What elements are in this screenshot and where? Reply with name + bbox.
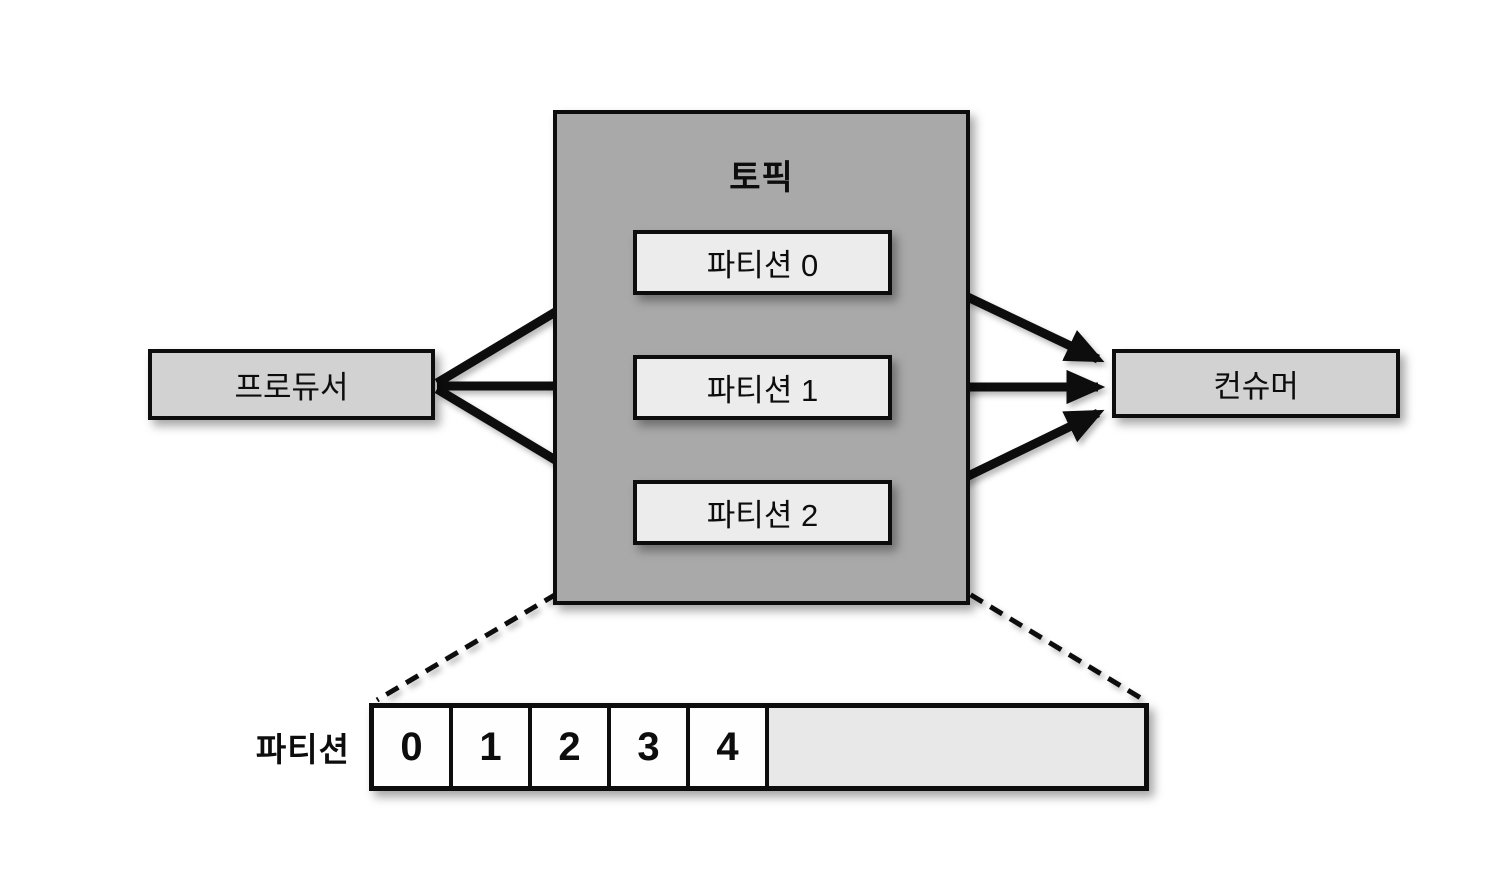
partition-2-label: 파티션 2: [706, 498, 819, 533]
partition-log-row: 0 1 2 3 4: [369, 703, 1149, 791]
offset-cell: 1: [453, 708, 532, 786]
offset-cell: 3: [611, 708, 690, 786]
offset-cell: 2: [532, 708, 611, 786]
partition-1-box: 파티션 1: [633, 355, 892, 420]
offset-cell: 0: [374, 708, 453, 786]
empty-log-segment: [769, 708, 1144, 786]
partition-0-label: 파티션 0: [706, 248, 819, 283]
partition-1-label: 파티션 1: [706, 373, 819, 408]
topic-label: 토픽: [729, 159, 794, 197]
producer-label: 프로듀서: [234, 370, 349, 405]
partition-log-label: 파티션: [255, 731, 350, 768]
offset-cell: 4: [690, 708, 769, 786]
partition-2-box: 파티션 2: [633, 480, 892, 545]
consumer-box: 컨슈머: [1112, 349, 1400, 418]
producer-box: 프로듀서: [148, 349, 435, 420]
consumer-label: 컨슈머: [1213, 369, 1299, 404]
partition-0-box: 파티션 0: [633, 230, 892, 295]
